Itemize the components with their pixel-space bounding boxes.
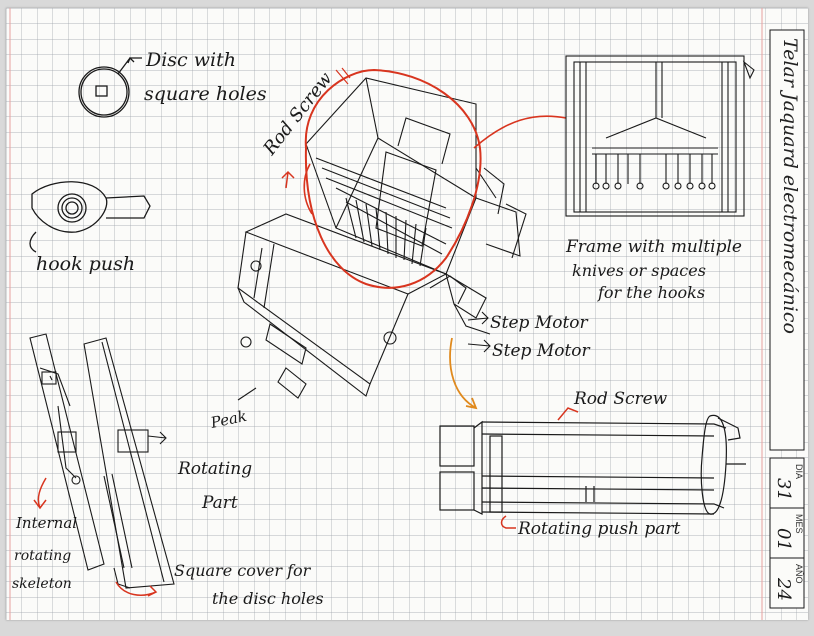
- internal-label-line3: skeleton: [12, 576, 72, 592]
- red-arrow-frame: [473, 115, 567, 149]
- dia-value: 31: [773, 478, 794, 501]
- rotating-part-sketch: [29, 333, 175, 589]
- square-cover-label-line2: the disc holes: [212, 589, 324, 608]
- frame-label-line2: knives or spaces: [572, 261, 706, 280]
- red-rotation-outline: [304, 68, 482, 289]
- graph-paper-page: Disc with square holes hook push: [6, 8, 808, 620]
- rotating-part-label-line2: Part: [201, 493, 238, 513]
- red-arrow-square-cover: [115, 581, 158, 597]
- internal-label-line2: rotating: [14, 548, 71, 564]
- mes-value: 01: [773, 528, 794, 551]
- rotating-push-part-label: Rotating push part: [517, 519, 681, 539]
- frame-label-line3: for the hooks: [597, 283, 705, 302]
- frame-label-line1: Frame with multiple: [565, 237, 742, 257]
- red-arrow-rod-bottom: [557, 407, 579, 421]
- square-cover-label-line1: Square cover for: [174, 561, 312, 580]
- sketch-canvas: Disc with square holes hook push: [6, 8, 808, 620]
- ano-label: AÑO: [794, 564, 804, 584]
- step-motor-arrow-2: [467, 339, 491, 353]
- red-arrow-rod-top: [281, 170, 295, 189]
- red-accent: [303, 163, 313, 215]
- internal-label-line1: Internal: [15, 514, 77, 532]
- hook-push-label: hook push: [36, 253, 135, 275]
- frame-sketch: [565, 55, 755, 217]
- rod-screw-assembly-sketch: [439, 414, 746, 515]
- step-motor-arrow-1: [467, 311, 489, 325]
- grid-pattern: [6, 8, 808, 620]
- rotating-part-label-line1: Rotating: [177, 459, 252, 479]
- peak-pointer: [237, 387, 257, 401]
- mes-label: MES: [794, 514, 804, 534]
- dia-label: DIA: [794, 464, 804, 479]
- orange-arrow: [449, 337, 477, 409]
- sheet-title: Telar Jaquard electromecánico: [779, 38, 801, 334]
- step-motor-label-1: Step Motor: [490, 313, 589, 333]
- red-arrow-push-part: [500, 515, 516, 529]
- red-tick: [335, 67, 351, 85]
- red-arrow-internal: [33, 477, 47, 510]
- hook-push-sketch: [29, 181, 151, 253]
- jacquard-mechanism-sketch: [237, 77, 527, 399]
- disc-label-line1: Disc with: [145, 49, 236, 71]
- rod-screw-bottom-label: Rod Screw: [573, 389, 668, 409]
- step-motor-label-2: Step Motor: [492, 341, 591, 361]
- title-box: Telar Jaquard electromecánico DIA 31 MES…: [769, 29, 805, 609]
- disc-label-line2: square holes: [144, 83, 267, 105]
- disc-sketch: [78, 56, 142, 118]
- ano-value: 24: [773, 577, 794, 601]
